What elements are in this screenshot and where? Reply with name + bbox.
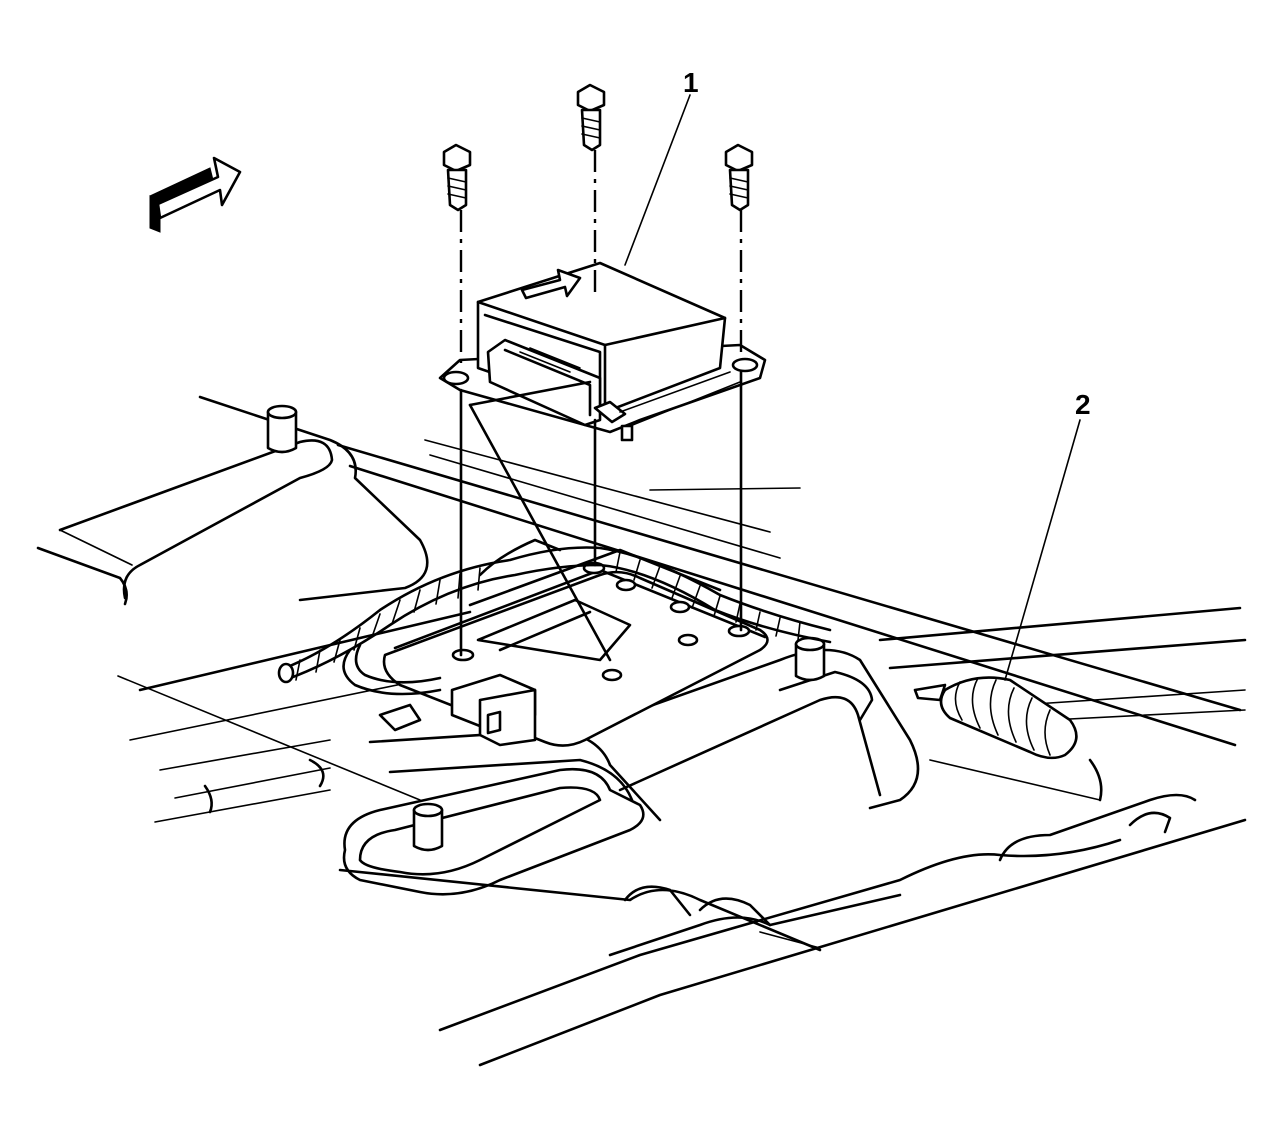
locating-pins [266,404,826,852]
module-arrow-icon [520,268,582,300]
inflatable-restraint-module [438,261,767,662]
direction-arrow-icon [149,156,242,233]
callout-2-label: 2 [1075,389,1091,420]
bolt-icon [724,143,754,212]
floor-pan [36,395,1247,1067]
bolts [442,83,754,657]
bolt-icon [576,83,606,152]
callout-1-label: 1 [683,67,699,98]
harness-connector [378,673,537,747]
bolt-icon [442,143,472,212]
harness-protector [913,676,1078,760]
reference-line [117,675,421,801]
callout-1: 1 [624,67,699,266]
callout-2: 2 [1004,389,1091,681]
